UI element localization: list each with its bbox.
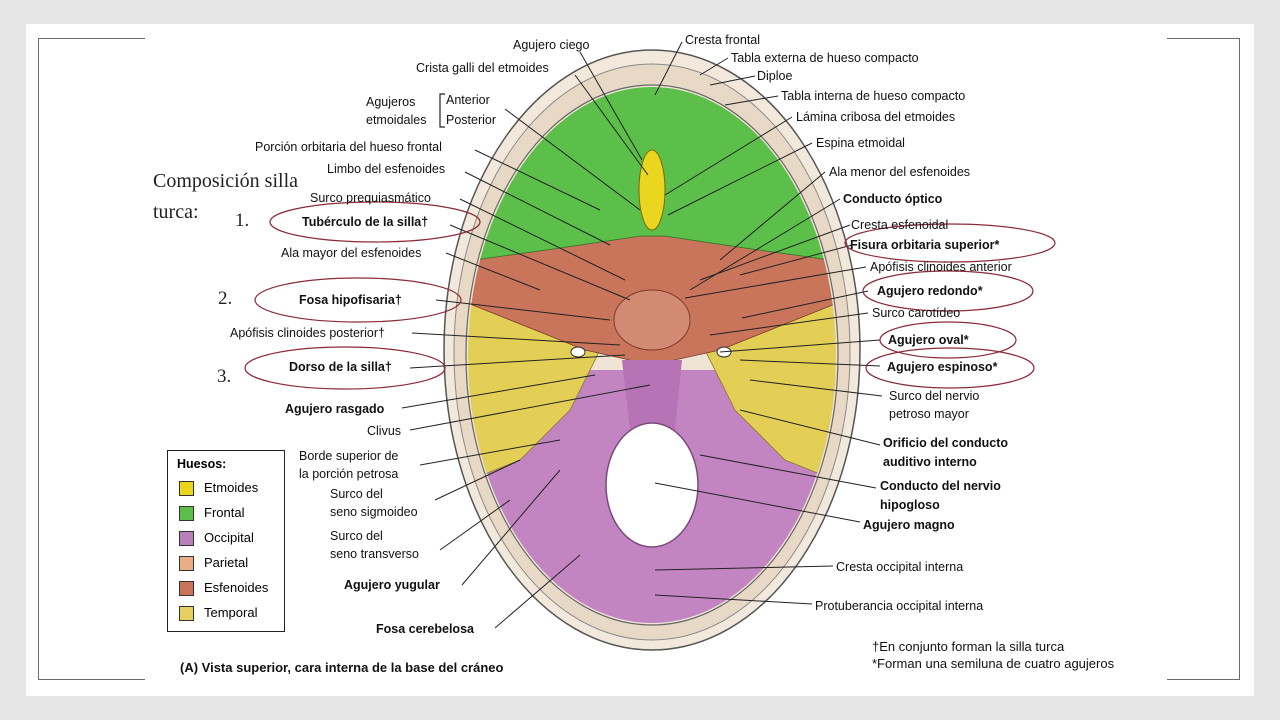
label-apofisis-posterior: Apófisis clinoides posterior† xyxy=(230,326,385,340)
label-espina-etmoidal: Espina etmoidal xyxy=(816,136,905,150)
label-agujero-redondo: Agujero redondo* xyxy=(877,284,983,298)
foramen-magnum xyxy=(605,422,699,548)
legend-label-frontal: Frontal xyxy=(204,505,245,520)
legend-label-temporal: Temporal xyxy=(204,605,258,620)
legend-swatch-occipital xyxy=(179,531,194,546)
legend-label-occipital: Occipital xyxy=(204,530,254,545)
legend-swatch-esfenoides xyxy=(179,581,194,596)
label-cresta-esfenoidal: Cresta esfenoidal xyxy=(851,218,949,232)
label-limbo: Limbo del esfenoides xyxy=(327,162,446,176)
label-conducto-optico: Conducto óptico xyxy=(843,192,943,206)
label-ala-menor: Ala menor del esfenoides xyxy=(829,165,971,179)
label-conducto-hipogloso-2: hipogloso xyxy=(880,498,940,512)
label-apofisis-anterior: Apófisis clinoides anterior xyxy=(870,260,1012,274)
label-anterior: Anterior xyxy=(446,93,490,107)
label-agujeros-etmoidales-2: etmoidales xyxy=(366,113,427,127)
label-ala-mayor: Ala mayor del esfenoides xyxy=(281,246,422,260)
foramen-left xyxy=(570,346,586,358)
label-agujero-yugular: Agujero yugular xyxy=(344,578,440,592)
label-agujero-magno: Agujero magno xyxy=(863,518,955,532)
leader-lines xyxy=(401,41,883,629)
label-borde-superior-2: la porción petrosa xyxy=(299,467,399,481)
legend-label-esfenoides: Esfenoides xyxy=(204,580,269,595)
label-diploe: Diploe xyxy=(757,69,793,83)
label-surco-sigmoideo-2: seno sigmoideo xyxy=(330,505,418,519)
footnote-silla-turca: †En conjunto forman la silla turca xyxy=(872,639,1065,654)
slide-heading-line2: turca: xyxy=(153,201,199,223)
label-tabla-externa: Tabla externa de hueso compacto xyxy=(731,51,919,65)
label-fisura-orbitaria: Fisura orbitaria superior* xyxy=(850,238,1000,252)
label-surco-transverso-2: seno transverso xyxy=(330,547,419,561)
annotation-ovals xyxy=(244,201,1056,390)
label-posterior: Posterior xyxy=(446,113,497,127)
label-dorso-silla: Dorso de la silla† xyxy=(289,360,392,374)
label-borde-superior-1: Borde superior de xyxy=(299,449,399,463)
label-cresta-occipital: Cresta occipital interna xyxy=(836,560,964,574)
legend-swatch-parietal xyxy=(179,556,194,571)
legend-swatch-frontal xyxy=(179,506,194,521)
footnote-semiluna: *Forman una semiluna de cuatro agujeros xyxy=(872,656,1115,671)
label-surco-sigmoideo-1: Surco del xyxy=(330,487,383,501)
legend-label-parietal: Parietal xyxy=(204,555,249,570)
list-number-2: 2. xyxy=(218,288,233,309)
label-porcion-orbitaria: Porción orbitaria del hueso frontal xyxy=(255,140,442,154)
label-orificio-2: auditivo interno xyxy=(883,455,977,469)
cribriform-plate xyxy=(638,149,666,231)
ethmoid-bracket xyxy=(439,93,445,128)
label-clivus: Clivus xyxy=(367,424,402,438)
list-number-1: 1. xyxy=(235,210,250,231)
label-agujero-rasgado: Agujero rasgado xyxy=(285,402,385,416)
legend-title: Huesos: xyxy=(177,457,227,471)
label-tuberculo-silla: Tubérculo de la silla† xyxy=(302,215,429,229)
label-orificio-1: Orificio del conducto xyxy=(883,436,1009,450)
slide-heading-line1: Composición silla xyxy=(153,170,298,192)
label-surco-transverso-1: Surco del xyxy=(330,529,383,543)
legend-swatch-temporal xyxy=(179,606,194,621)
label-conducto-hipogloso-1: Conducto del nervio xyxy=(880,479,1001,493)
label-crista-galli: Crista galli del etmoides xyxy=(416,61,549,75)
label-protuberancia: Protuberancia occipital interna xyxy=(815,599,984,613)
legend-label-etmoides: Etmoides xyxy=(204,480,259,495)
label-surco-prequiasmatico: Surco prequiasmático xyxy=(310,191,431,205)
label-surco-nervio-2: petroso mayor xyxy=(889,407,969,421)
label-agujero-ciego: Agujero ciego xyxy=(513,38,590,52)
label-agujero-espinoso: Agujero espinoso* xyxy=(887,360,998,374)
label-agujero-oval: Agujero oval* xyxy=(888,333,969,347)
list-number-3: 3. xyxy=(217,366,232,387)
label-agujeros-etmoidales-1: Agujeros xyxy=(366,95,416,109)
label-fosa-hipofisaria: Fosa hipofisaria† xyxy=(299,293,402,307)
bone-legend: Huesos: Etmoides Frontal Occipital Parie… xyxy=(167,450,285,632)
figure-caption: (A) Vista superior, cara interna de la b… xyxy=(180,660,504,675)
label-tabla-interna: Tabla interna de hueso compacto xyxy=(781,89,966,103)
label-cresta-frontal: Cresta frontal xyxy=(685,33,761,47)
sella-turcica xyxy=(613,289,691,351)
label-surco-carotideo: Surco carotídeo xyxy=(872,306,961,320)
clivus-region xyxy=(622,360,682,430)
legend-swatch-etmoides xyxy=(179,481,194,496)
label-fosa-cerebelosa: Fosa cerebelosa xyxy=(376,622,474,636)
label-lamina-cribosa: Lámina cribosa del etmoides xyxy=(796,110,956,124)
label-surco-nervio-1: Surco del nervio xyxy=(889,389,980,403)
